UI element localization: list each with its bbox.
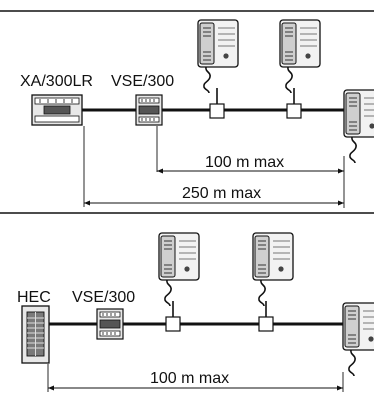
entrance-panel-icon — [21, 305, 50, 364]
arrow-head — [157, 168, 163, 174]
device-label-vse300: VSE/300 — [72, 289, 135, 306]
device-label-xa300lr: XA/300LR — [20, 73, 93, 90]
arrow-head — [338, 168, 344, 174]
handset-icon — [197, 19, 239, 94]
handset-icon — [252, 232, 294, 307]
junction-box — [258, 316, 274, 332]
junction-box — [286, 103, 302, 119]
junction-box — [209, 103, 225, 119]
power-supply-icon — [31, 94, 83, 126]
handset-icon — [343, 89, 374, 164]
dimension-label: 100 m max — [150, 370, 229, 387]
handset-icon — [342, 302, 374, 377]
arrow-head — [48, 385, 54, 391]
top-diagram: XA/300LR VSE/300 100 m max 250 m max — [0, 10, 374, 208]
device-label-hec: HEC — [17, 289, 51, 306]
junction-box — [165, 316, 181, 332]
arrow-head — [84, 200, 90, 206]
handset-icon — [279, 19, 321, 94]
vse-module-icon — [135, 94, 163, 126]
bottom-diagram: HEC VSE/300 100 m max — [0, 212, 374, 392]
dimension-label-inner: 100 m max — [205, 154, 284, 171]
handset-icon — [158, 232, 200, 307]
dimension-label-outer: 250 m max — [182, 185, 261, 202]
arrow-head — [337, 385, 343, 391]
vse-module-icon — [96, 308, 124, 340]
arrow-head — [338, 200, 344, 206]
device-label-vse300: VSE/300 — [111, 73, 174, 90]
